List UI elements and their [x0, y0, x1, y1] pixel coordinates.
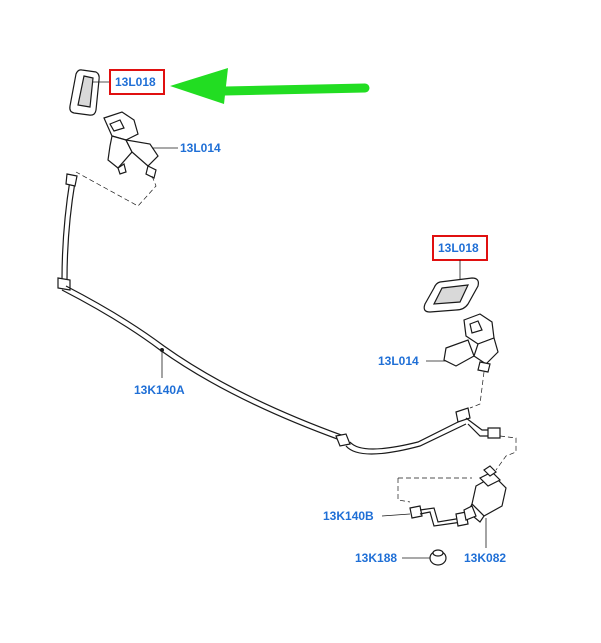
washer-pump-part — [463, 465, 507, 523]
cap-right-part — [423, 277, 479, 313]
green-arrow-icon — [170, 68, 370, 104]
label-cap-right: 13L018 — [438, 241, 479, 255]
dashed-link-right-jet — [469, 371, 485, 409]
label-hose-branch: 13K140B — [323, 509, 374, 523]
leader-hose-branch — [381, 513, 411, 517]
cap-left-part — [69, 69, 100, 116]
washer-jet-right-part — [443, 313, 499, 373]
washer-jet-left-part — [103, 111, 159, 179]
hose-branch-part — [409, 505, 469, 527]
dashed-link-pump-bracket — [495, 435, 517, 471]
dashed-link-branch — [397, 478, 411, 503]
label-grommet: 13K188 — [355, 551, 397, 565]
grommet-part — [429, 549, 447, 566]
label-jet-right: 13L014 — [378, 354, 419, 368]
leader-dot-hose-main — [160, 348, 164, 352]
highlight-box-cap-left — [109, 69, 165, 95]
dashed-link-left — [75, 171, 157, 207]
label-hose-main: 13K140A — [134, 383, 185, 397]
hose-main-part — [57, 173, 501, 455]
label-jet-left: 13L014 — [180, 141, 221, 155]
label-cap-left: 13L018 — [115, 75, 156, 89]
label-pump: 13K082 — [464, 551, 506, 565]
